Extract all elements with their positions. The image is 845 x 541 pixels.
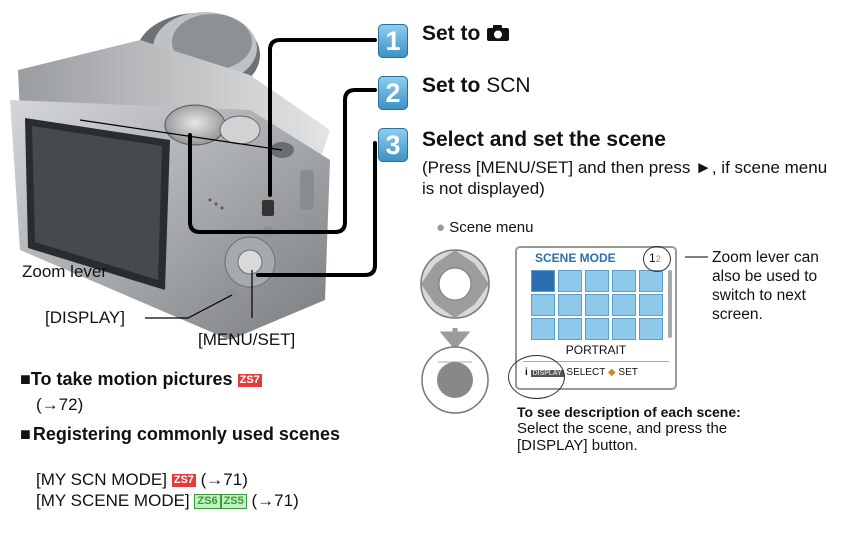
register-title: Registering commonly used scenes <box>32 424 340 444</box>
step-2-number: 2 <box>378 76 408 110</box>
scene-icon[interactable] <box>531 318 555 340</box>
step-2-text: Set to <box>422 74 481 97</box>
zs7-tag: ZS7 <box>171 474 196 487</box>
scene-icon[interactable] <box>558 318 582 340</box>
scene-mode-title: SCENE MODE <box>535 251 616 265</box>
zs5-tag: ZS5 <box>220 494 247 509</box>
step-3-note: (Press [MENU/SET] and then press ►, if s… <box>422 158 828 198</box>
step-3-number: 3 <box>378 128 408 162</box>
register-line-1: [MY SCN MODE] ZS7 (→71) <box>36 469 248 490</box>
bullet-icon: ● <box>436 219 446 236</box>
motion-title: To take motion pictures <box>30 369 233 389</box>
selected-scene-name: PORTRAIT <box>565 343 627 357</box>
register-section: ■Registering commonly used scenes <box>20 423 350 445</box>
footer-select-text: SELECT <box>566 367 606 378</box>
display-label: [DISPLAY] <box>45 308 125 327</box>
scene-icon[interactable] <box>639 318 663 340</box>
scene-icon[interactable] <box>612 270 636 292</box>
step-1-text: Set to <box>422 22 481 45</box>
step-1-title: Set to <box>422 22 510 46</box>
description-text: Select the scene, and press the [DISPLAY… <box>517 420 728 454</box>
scene-icon[interactable] <box>531 270 555 292</box>
step-1-number: 1 <box>378 24 408 58</box>
scene-icon[interactable] <box>612 294 636 316</box>
scene-icon[interactable] <box>585 294 609 316</box>
set-icon: ◆ <box>607 367 616 378</box>
scene-icon[interactable] <box>639 294 663 316</box>
register-line-1-ref: (→71) <box>200 470 248 489</box>
camera-icon <box>487 25 510 41</box>
register-line-2-text: [MY SCENE MODE] <box>36 491 190 510</box>
scene-icon[interactable] <box>612 318 636 340</box>
description-heading: To see description of each scene: <box>517 404 741 420</box>
zs6-tag: ZS6 <box>194 494 221 509</box>
zoom-note: Zoom lever can also be used to switch to… <box>712 249 819 323</box>
register-line-2-ref: (→71) <box>251 491 299 510</box>
scroll-bar <box>668 270 672 338</box>
scene-icon[interactable] <box>585 318 609 340</box>
scene-icon[interactable] <box>558 294 582 316</box>
scene-icon[interactable] <box>558 270 582 292</box>
square-bullet-icon: ■ <box>20 369 31 389</box>
display-highlight-ellipse <box>508 355 565 399</box>
scn-mode-label: SCN <box>486 74 531 97</box>
step-3-title: Select and set the scene <box>422 128 666 151</box>
step-2-title: Set to SCN <box>422 74 531 98</box>
register-line-1-text: [MY SCN MODE] <box>36 470 167 489</box>
zs7-tag: ZS7 <box>237 374 262 387</box>
scene-icon[interactable] <box>531 294 555 316</box>
scene-menu-caption: ● Scene menu <box>436 219 533 236</box>
footer-set-text: SET <box>618 367 638 378</box>
page-highlight-circle <box>643 246 671 272</box>
motion-ref: (→72) <box>36 395 84 414</box>
square-bullet-icon: ■ <box>20 424 31 444</box>
scene-menu-caption-text: Scene menu <box>449 219 534 236</box>
scene-icon[interactable] <box>639 270 663 292</box>
motion-section: ■To take motion pictures ZS7 <box>20 369 262 390</box>
camera-illustration <box>10 12 330 340</box>
cursor-buttons-illustration <box>420 249 490 414</box>
zoom-lever-label: Zoom lever <box>22 262 108 281</box>
scene-icon[interactable] <box>585 270 609 292</box>
menu-set-label: [MENU/SET] <box>198 330 296 349</box>
divider <box>523 361 669 362</box>
